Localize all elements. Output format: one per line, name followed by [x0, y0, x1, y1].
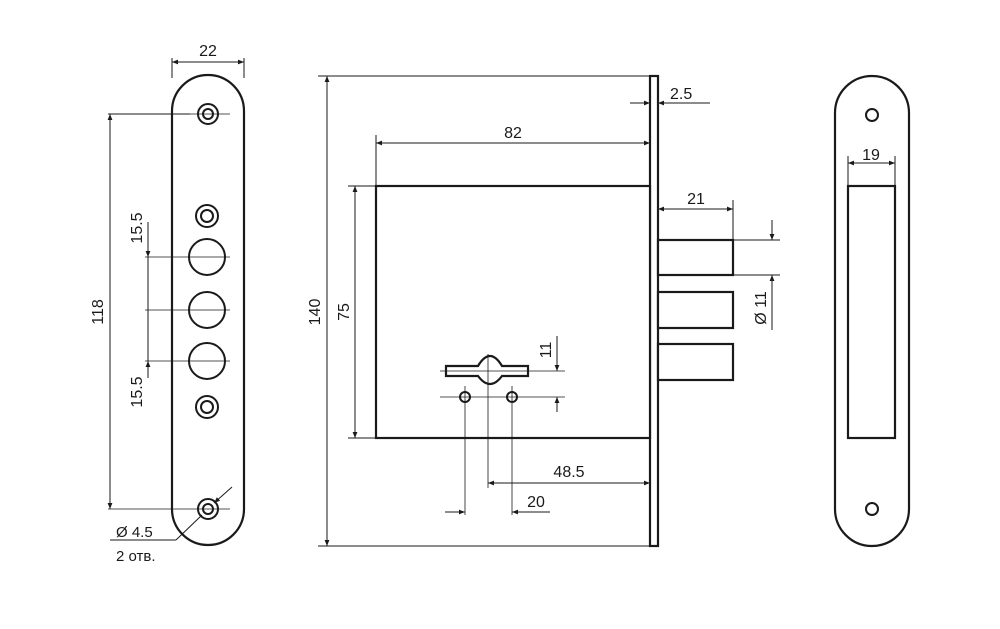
dim-hole-spacing-bottom: 15.5	[129, 376, 146, 407]
dim-total-height: 140	[307, 299, 324, 326]
dim-hole-spacing: 20	[527, 494, 545, 511]
faceplate-strip	[648, 74, 660, 548]
bolt-3	[656, 342, 735, 382]
strike-plate-view: 19	[833, 74, 911, 548]
dim-backset: 48.5	[553, 464, 584, 481]
bolt-1	[656, 238, 735, 277]
screw-hole-lower	[195, 395, 219, 419]
strike-opening	[846, 184, 897, 440]
dim-body-depth: 82	[504, 125, 522, 142]
key-slot	[440, 354, 565, 488]
dim-body-height: 75	[336, 303, 353, 321]
dim-front-width: 22	[199, 43, 217, 60]
dim-bolt-throw: 21	[687, 191, 705, 208]
dim-hole-spacing-top: 15.5	[129, 212, 146, 243]
dim-plate-thickness: 2.5	[670, 86, 692, 103]
screw-hole-upper	[195, 204, 219, 228]
dim-front-height: 118	[90, 299, 107, 325]
bolt-2	[656, 290, 735, 330]
dim-key-offset: 11	[538, 342, 555, 359]
dim-bolt-diameter: Ø 11	[753, 291, 770, 325]
dim-hole-diameter: Ø 4.5	[116, 524, 153, 541]
dim-opening-width: 19	[862, 147, 880, 164]
strike-hole-bottom	[865, 502, 879, 516]
strike-hole-top	[865, 108, 879, 122]
front-plate-view: 22 118 15.5 15.5 Ø 4.5 2 отв.	[90, 43, 246, 565]
hole-count-note: 2 отв.	[116, 548, 156, 565]
lock-body-view: 140 75 82 2.5 21 Ø 11 11 48.5	[307, 74, 780, 548]
